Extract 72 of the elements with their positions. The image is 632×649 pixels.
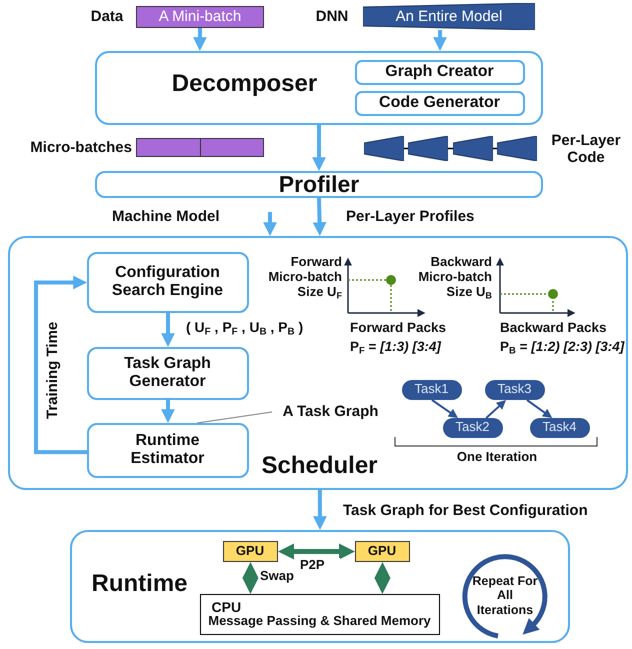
layer-shape <box>364 136 404 161</box>
node-label: CPU <box>212 598 242 614</box>
node-label: Message Passing & Shared Memory <box>207 614 432 630</box>
axis-label: Forward Packs <box>350 320 448 337</box>
micro-batch-bar <box>136 138 264 157</box>
axis-label: Backward Micro-batch Size U$_{B}$ <box>417 255 492 302</box>
layer-shape <box>497 136 537 161</box>
arrow <box>313 490 327 530</box>
node-title: Scheduler <box>260 452 379 480</box>
node-label: GPU <box>236 544 264 558</box>
node-label: An Entire Model <box>396 8 502 26</box>
node-label: Task4 <box>542 420 576 435</box>
connector-line <box>493 148 497 150</box>
arrow <box>161 313 175 347</box>
arrow <box>312 125 326 171</box>
node-label: GPU <box>368 544 396 558</box>
formula-label: P$_{F}$ = [1:3) [3:4] <box>350 339 442 357</box>
module-box <box>95 51 543 125</box>
node-label: Graph Creator <box>385 62 494 82</box>
connector-line <box>448 148 453 150</box>
node-caption: Per-Layer Code <box>550 132 622 168</box>
data-box <box>136 6 264 28</box>
arrow <box>312 198 326 236</box>
gpu-box <box>354 540 410 562</box>
node-label: A Mini-batch <box>158 8 242 26</box>
cpu-box <box>200 594 440 634</box>
module-box <box>70 530 570 643</box>
process-box <box>354 90 524 116</box>
axis-label: Backward Packs <box>500 320 608 337</box>
module-box <box>95 171 543 198</box>
node-caption: DNN <box>314 8 350 27</box>
process-box <box>86 252 248 312</box>
arrow <box>433 30 447 51</box>
bracket-label: One Iteration <box>456 450 538 466</box>
loop-label: Repeat For All Iterations <box>472 574 538 619</box>
task-node <box>530 418 590 438</box>
task-node <box>402 380 462 400</box>
node-label: Configuration Search Engine <box>110 264 224 300</box>
leader-line <box>196 412 272 424</box>
arrow <box>263 212 277 236</box>
node-caption: Data <box>90 8 124 27</box>
node-label: Runtime Estimator <box>130 432 206 468</box>
arrow <box>34 276 87 454</box>
process-box <box>354 60 524 84</box>
node-label: A Task Graph <box>282 402 378 420</box>
arrow <box>161 400 175 423</box>
node-label: Task Graph Generator <box>123 354 212 392</box>
arrow <box>486 400 506 419</box>
node-caption: Micro-batches <box>29 139 132 158</box>
node-title: Runtime <box>90 570 188 598</box>
axis-label: Forward Micro-batch Size U$_{F}$ <box>267 255 342 302</box>
layer-shape <box>453 136 493 161</box>
formula-label: P$_{B}$ = [1:2) [2:3) [3:4] <box>500 339 626 357</box>
task-node <box>442 418 502 438</box>
arrow <box>242 562 258 594</box>
layer-shape <box>408 136 448 161</box>
node-label: Task2 <box>456 420 490 435</box>
node-label: Profiler <box>278 171 360 198</box>
node-label: Code Generator <box>379 94 500 112</box>
task-node <box>484 380 544 400</box>
process-box <box>86 422 248 478</box>
gpu-box <box>222 540 278 562</box>
arrow <box>374 562 390 594</box>
process-box <box>86 346 248 400</box>
arrow <box>431 399 458 418</box>
arrow <box>526 399 552 418</box>
node-label: Task3 <box>498 382 532 397</box>
connector-line <box>404 148 408 150</box>
node-label: Task1 <box>414 382 448 397</box>
arrow <box>193 28 207 51</box>
arrow <box>278 544 355 560</box>
model-shape <box>363 3 535 30</box>
